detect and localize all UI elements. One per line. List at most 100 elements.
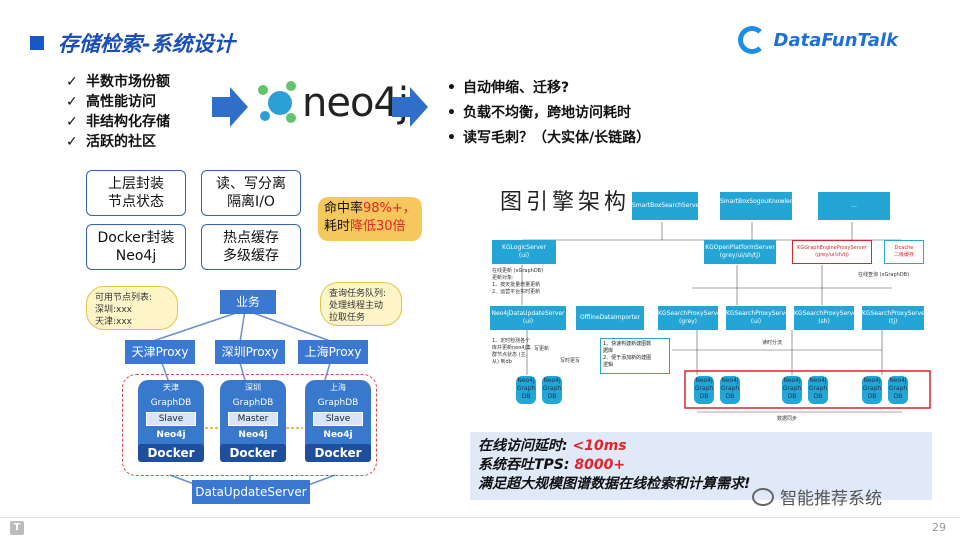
check-icon: ✓ — [66, 134, 78, 150]
box-search-proxy-grey: KGSearchProxyServer(grey) — [658, 306, 723, 330]
node-city: 深圳 — [245, 383, 261, 392]
summary-stat: 满足超大规模图谱数据在线检索和计算需求! — [478, 476, 751, 492]
check-icon: ✓ — [66, 114, 78, 130]
proxy-shanghai: 上海Proxy — [298, 340, 368, 364]
brand-name: DataFunTalk — [773, 29, 898, 51]
throughput-value: 8000+ — [574, 457, 626, 473]
cache-hit-callout: 命中率98%+， 耗时降低30倍 — [318, 197, 422, 241]
bullet-icon: • — [447, 105, 456, 121]
box-smartbox-knowledge: SmartBoxSogouKnowledgeServer — [720, 192, 821, 220]
concern-item: • 自动伸缩、迁移? — [447, 76, 650, 101]
strategy-line: 多级缓存 — [223, 248, 279, 264]
reason-item: ✓非结构化存储 — [66, 112, 170, 132]
note-online-query: 在线查询 (xGraphDB) — [858, 272, 910, 278]
neo4j-logo: neo4j — [258, 80, 409, 126]
concern-text: 自动伸缩、迁移? — [463, 80, 570, 96]
db-update-2: Neo4j Graph DB — [542, 376, 562, 404]
db-tj-2: Neo4j Graph DB — [888, 376, 908, 404]
cloud-line: 深圳:xxx — [95, 305, 133, 315]
page-title: 存储检索-系统设计 — [58, 32, 235, 56]
bullet-icon: • — [447, 80, 456, 96]
check-icon: ✓ — [66, 94, 78, 110]
bullet-icon: • — [447, 130, 456, 146]
available-nodes-cloud: 可用节点列表: 深圳:xxx 天津:xxx — [86, 286, 178, 330]
strategy-box: 读、写分离隔离I/O — [201, 170, 301, 216]
reason-item: ✓半数市场份额 — [66, 72, 170, 92]
cloud-line: 查询任务队列: — [329, 289, 387, 299]
note-data-sync: 数据同步 — [777, 416, 798, 422]
latency-stat: 在线访问延时: <10ms — [478, 437, 924, 456]
box-update-server: Neo4jDataUpdateServer(ui) — [490, 306, 566, 330]
db-grey: Neo4j Graph DB — [694, 376, 714, 404]
reason-item: ✓ 活跃的社区 — [66, 132, 170, 152]
callout-label: 耗时 — [324, 219, 351, 234]
box-open-platform: KGOpenPlatformServer(grey/ui/sh/tj) — [704, 240, 776, 264]
graph-engine-diagram: 图引擎架构 SmartBoxSearchServer SmartBoxSogou… — [462, 180, 932, 432]
reason-text: 高性能访问 — [86, 94, 156, 110]
strategy-box: 上层封装节点状态 — [86, 170, 186, 216]
cluster-boundary — [122, 374, 377, 476]
brand-ring-icon — [737, 26, 766, 54]
box-search-proxy-tj: KGSearchProxyServer(tj) — [862, 306, 927, 330]
db-update-1: Neo4j Graph DB — [516, 376, 536, 404]
reason-item: ✓ 高性能访问 — [66, 92, 170, 112]
footer-logo-icon: T — [10, 521, 24, 535]
reason-text: 活跃的社区 — [86, 134, 156, 150]
watermark-text: 智能推荐系统 — [780, 489, 882, 509]
node-engine: Neo4j — [156, 430, 186, 440]
cloud-line: 天津:xxx — [95, 317, 133, 327]
strategy-line: Neo4j — [115, 248, 157, 264]
title-bar: 存储检索-系统设计 — [30, 28, 235, 58]
db-ui: Neo4j Graph DB — [720, 376, 740, 404]
node-role: Slave — [313, 412, 363, 426]
cloud-line: 拉取任务 — [329, 313, 366, 323]
callout-value: 98%+， — [363, 201, 416, 216]
business-service: 业务 — [220, 290, 276, 314]
note-read-split: 读时分流 — [762, 340, 783, 346]
strategy-box: 热点缓存多级缓存 — [201, 224, 301, 270]
db-sh-2: Neo4j Graph DB — [808, 376, 828, 404]
neo4j-graph-icon — [258, 81, 298, 125]
brand-logo: DataFunTalk — [737, 26, 898, 54]
node-role: Slave — [146, 412, 196, 426]
docker-label: Docker — [305, 444, 371, 462]
note-scheduled-check: 1、定时检测各个库并更新neo4j集群节点状态 (主、从) 到db — [492, 338, 531, 365]
box-smartbox-search: SmartBoxSearchServer — [632, 192, 702, 220]
strategy-line: 隔离I/O — [227, 194, 275, 210]
concerns-list: • 自动伸缩、迁移? •负载不均衡，跨地访问耗时 • 读写毛刺？（大实体/长链路） — [447, 76, 650, 151]
concern-item: •负载不均衡，跨地访问耗时 — [447, 101, 650, 126]
latency-value: <10ms — [572, 438, 627, 454]
docker-label: Docker — [220, 444, 286, 462]
node-engine: Neo4j — [323, 430, 353, 440]
strategy-line: 节点状态 — [108, 194, 164, 210]
cluster-architecture: 可用节点列表: 深圳:xxx 天津:xxx 查询任务队列: 处理线程主动 拉取任… — [80, 280, 402, 510]
strategy-line: 读、写分离 — [216, 176, 286, 192]
page-number: 29 — [932, 521, 946, 534]
node-engine: Neo4j — [238, 430, 268, 440]
latency-label: 在线访问延时: — [478, 438, 568, 454]
callout-label: 命中率 — [324, 201, 364, 216]
title-square-icon — [30, 36, 44, 50]
watermark: 智能推荐系统 — [752, 484, 882, 509]
box-logic-server: KGLogicServer(ui) — [492, 240, 556, 264]
node-role: Master — [228, 412, 278, 426]
node-graph: GraphDB — [232, 398, 274, 408]
box-offline-importer: OfflineDataImporter — [576, 306, 644, 330]
note-read-write: 写时更写 — [560, 358, 581, 364]
docker-label: Docker — [138, 444, 204, 462]
note-write-update: 写更新 — [534, 346, 550, 352]
concern-text: 读写毛刺？（大实体/长链路） — [463, 130, 651, 146]
box-search-proxy-ui: KGSearchProxyServer(ui) — [726, 306, 791, 330]
strategy-line: 上层封装 — [108, 176, 164, 192]
db-tj-1: Neo4j Graph DB — [862, 376, 882, 404]
node-city: 上海 — [330, 383, 346, 392]
cloud-line: 处理线程主动 — [329, 301, 384, 311]
arrow-right-stem — [392, 97, 414, 117]
check-icon: ✓ — [66, 74, 78, 90]
box-engine-proxy: KGGraphEngineProxyServer(grey/ui/sh/tj) — [792, 240, 872, 264]
